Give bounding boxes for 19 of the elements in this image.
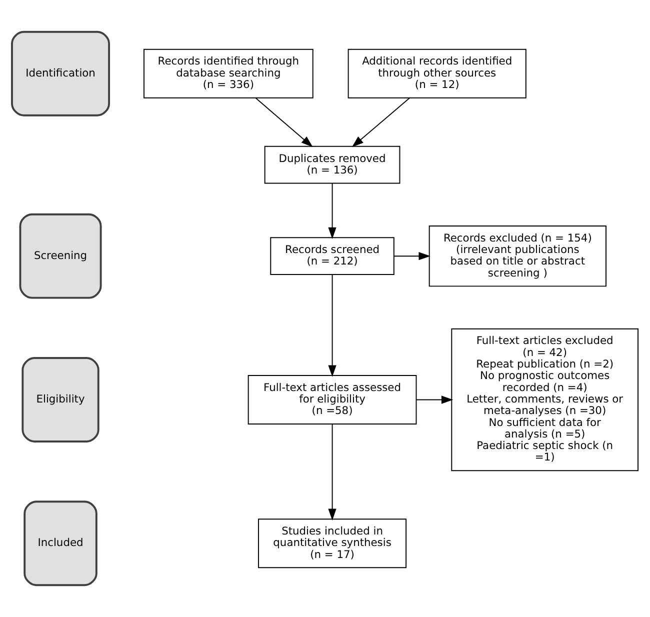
- arrow: [328, 424, 336, 520]
- node-box: Studies included in quantitative synthesis (n = 17): [258, 518, 407, 568]
- node-box: Eligibility: [22, 357, 100, 442]
- arrow: [328, 182, 336, 239]
- arrow: [328, 274, 336, 377]
- node-box: Identification: [11, 30, 110, 116]
- node-box: Additional records identified through other sources (n = 12): [348, 48, 526, 98]
- arrow: [394, 252, 430, 260]
- arrow: [416, 396, 454, 404]
- node-box: Full-text articles excluded (n = 42) Repeat publication (n =2) No prognostic outcomes recorded (n =4) Letter, comments, reviews or meta-analyses (n =30) No sufficient data for analysis (n =5) Paediatric septic shock (n =1): [451, 328, 638, 472]
- node-box: Included: [24, 500, 98, 586]
- node-box: Duplicates removed (n = 136): [264, 146, 400, 184]
- arrow: [352, 98, 410, 148]
- node-box: Records excluded (n = 154) (irrelevant publications based on title or abstract screening ): [428, 226, 606, 287]
- node-box: Records screened (n = 212): [270, 237, 394, 276]
- node-box: Records identified through database searching (n = 336): [144, 48, 314, 98]
- node-box: Screening: [19, 213, 102, 299]
- arrow: [255, 98, 313, 148]
- node-box: Full-text articles assessed for eligibility (n =58): [248, 374, 417, 424]
